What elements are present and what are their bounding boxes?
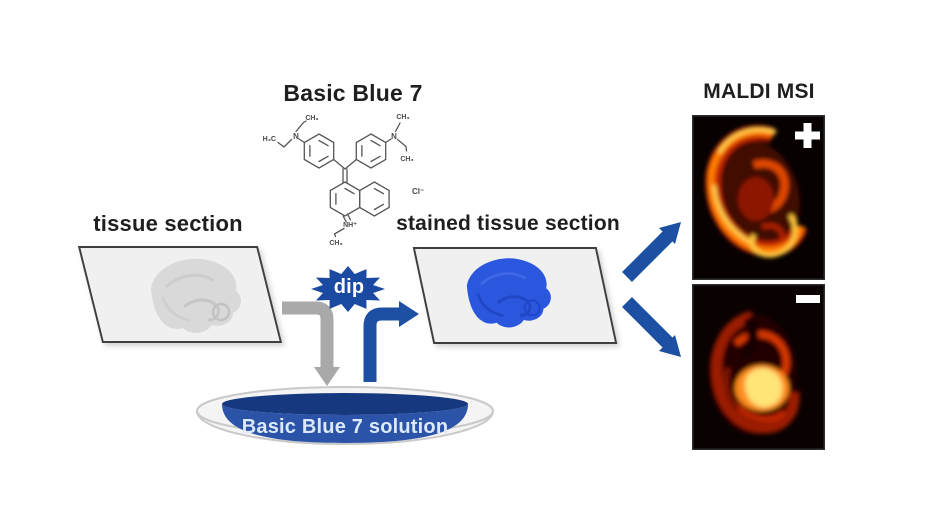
solution-liquid	[222, 404, 468, 443]
molecule-title: Basic Blue 7	[283, 80, 423, 106]
dip-arrow-blue	[363, 301, 419, 382]
atom-label-ch3-bottom: CH₃	[329, 240, 342, 247]
tissue-section-label: tissue section	[93, 211, 243, 236]
atom-label-nh-plus: NH⁺	[343, 222, 357, 229]
atom-label-n-left: N	[293, 132, 299, 141]
arrow-to-positive	[622, 222, 681, 282]
solution-label: Basic Blue 7 solution	[241, 416, 449, 438]
stained-tissue-image	[466, 258, 551, 328]
solution-surface	[222, 393, 468, 415]
maldi-title: MALDI MSI	[703, 80, 815, 103]
maldi-image-negative	[692, 284, 825, 450]
molecule-structure: H₃C CH₃ N CH₃ N CH₃ NH⁺ CH₃ Cl⁻	[263, 114, 425, 247]
embryo-heatmap-negative	[709, 310, 800, 434]
embryo-heatmap-positive	[705, 125, 808, 258]
plus-icon	[795, 123, 820, 148]
maldi-image-positive	[692, 115, 825, 280]
solution-dish	[196, 386, 494, 445]
bond-skeleton	[277, 120, 408, 238]
dip-burst-label: dip	[333, 276, 365, 298]
counter-ion-label: Cl⁻	[412, 187, 424, 196]
unstained-tissue-image	[151, 258, 242, 334]
atom-label-ch3-right: CH₃	[400, 156, 413, 163]
arrow-to-negative	[622, 297, 681, 357]
dip-arrow-gray	[282, 301, 340, 386]
atom-labels: H₃C CH₃ N CH₃ N CH₃ NH⁺ CH₃ Cl⁻	[263, 114, 425, 247]
atom-label-h3c-left: H₃C	[263, 136, 276, 143]
atom-label-ch3-top-right: CH₃	[396, 114, 409, 121]
atom-label-n-right: N	[391, 132, 397, 141]
stained-section-label: stained tissue section	[396, 212, 620, 235]
minus-icon	[796, 295, 820, 303]
atom-label-ch3-top-left: CH₃	[305, 115, 318, 122]
